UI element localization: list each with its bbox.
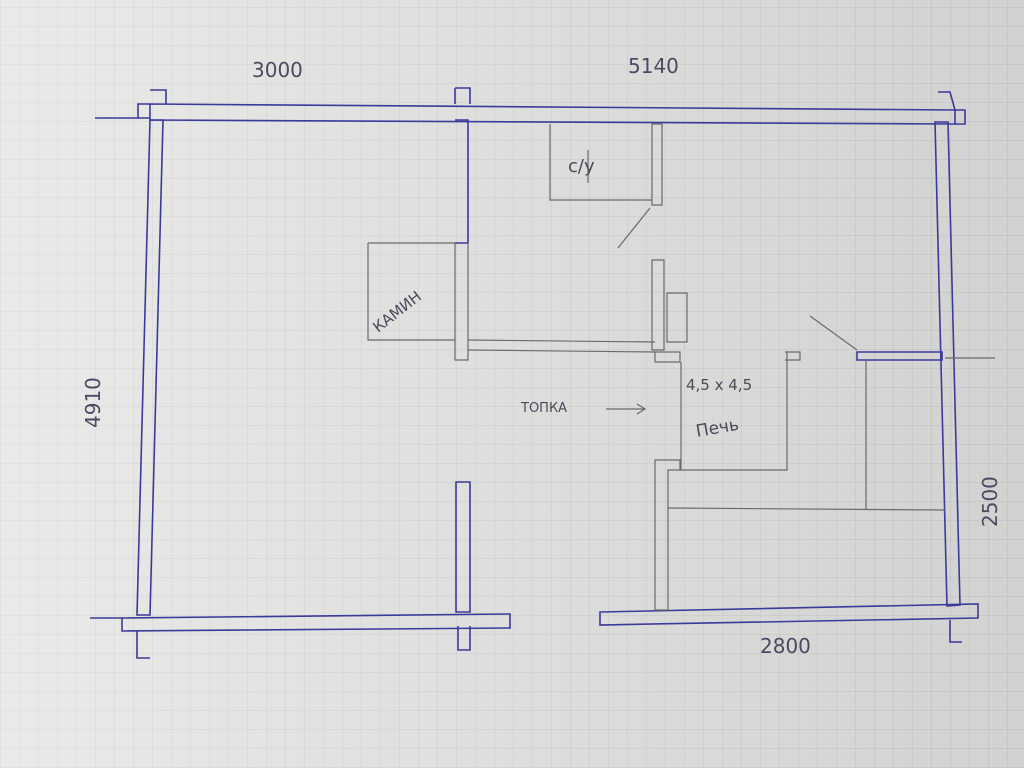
fireplace-outline: [367, 242, 455, 341]
stove-size-label: 4,5 х 4,5: [686, 376, 752, 394]
dim-right: 2500: [978, 476, 1002, 527]
stove-label: Печь: [694, 415, 740, 442]
inner-walls: [454, 87, 995, 651]
bathroom-label: с/у: [568, 156, 595, 177]
firebox-label: ТОПКА: [520, 401, 567, 416]
dim-top-left: 3000: [252, 58, 303, 82]
dim-top-total: 5140: [628, 54, 679, 78]
bathroom-outline: [549, 124, 652, 201]
dim-left: 4910: [81, 377, 105, 428]
dim-bottom-right: 2800: [760, 634, 811, 658]
arrow-right-icon: [606, 403, 647, 415]
stove-outline: [680, 352, 788, 471]
outer-walls: [90, 89, 979, 659]
fireplace-label: КАМИН: [369, 287, 424, 336]
